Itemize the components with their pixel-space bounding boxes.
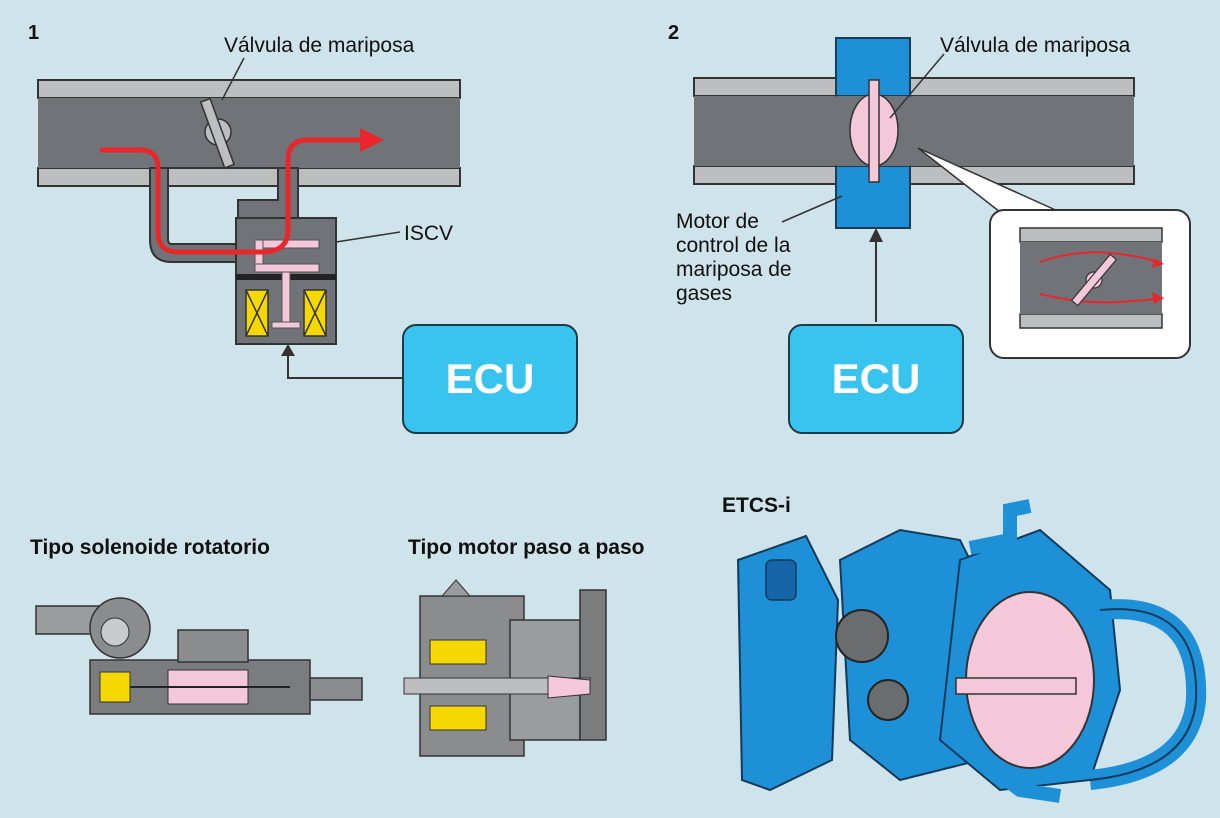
rotary-solenoid-title: Tipo solenoide rotatorio bbox=[30, 536, 270, 559]
etcs-i-illustration bbox=[736, 499, 1207, 803]
airflow-arrow bbox=[100, 128, 384, 255]
iscv-leader-line bbox=[335, 231, 401, 243]
panel-1-throttle-label: Válvula de mariposa bbox=[224, 34, 415, 57]
zoom-callout bbox=[917, 147, 1191, 359]
panel-1-intake-duct bbox=[37, 79, 461, 263]
panel-2-ecu: ECU bbox=[788, 324, 964, 434]
panel-2-intake-duct bbox=[693, 77, 1135, 185]
panel-2-throttle-label: Válvula de mariposa bbox=[940, 34, 1131, 57]
stepper-motor-illustration bbox=[403, 579, 607, 757]
ecu-to-motor-arrow bbox=[869, 228, 883, 322]
stepper-motor-title: Tipo motor paso a paso bbox=[408, 536, 645, 559]
etcs-i-title: ETCS-i bbox=[722, 494, 791, 517]
iscv-label: ISCV bbox=[404, 222, 454, 245]
ecu-to-iscv-arrow bbox=[281, 344, 402, 379]
throttle-valve-2 bbox=[849, 53, 945, 183]
rotary-solenoid-illustration bbox=[35, 597, 363, 715]
panel-2-number: 2 bbox=[668, 22, 680, 44]
panel-1-number: 1 bbox=[28, 22, 40, 44]
panel-1-ecu: ECU bbox=[402, 324, 578, 434]
motor-control-label: Motor de control de la mariposa de gases bbox=[676, 210, 792, 305]
throttle-valve-1 bbox=[199, 57, 245, 169]
motor-leader-line bbox=[781, 195, 843, 223]
